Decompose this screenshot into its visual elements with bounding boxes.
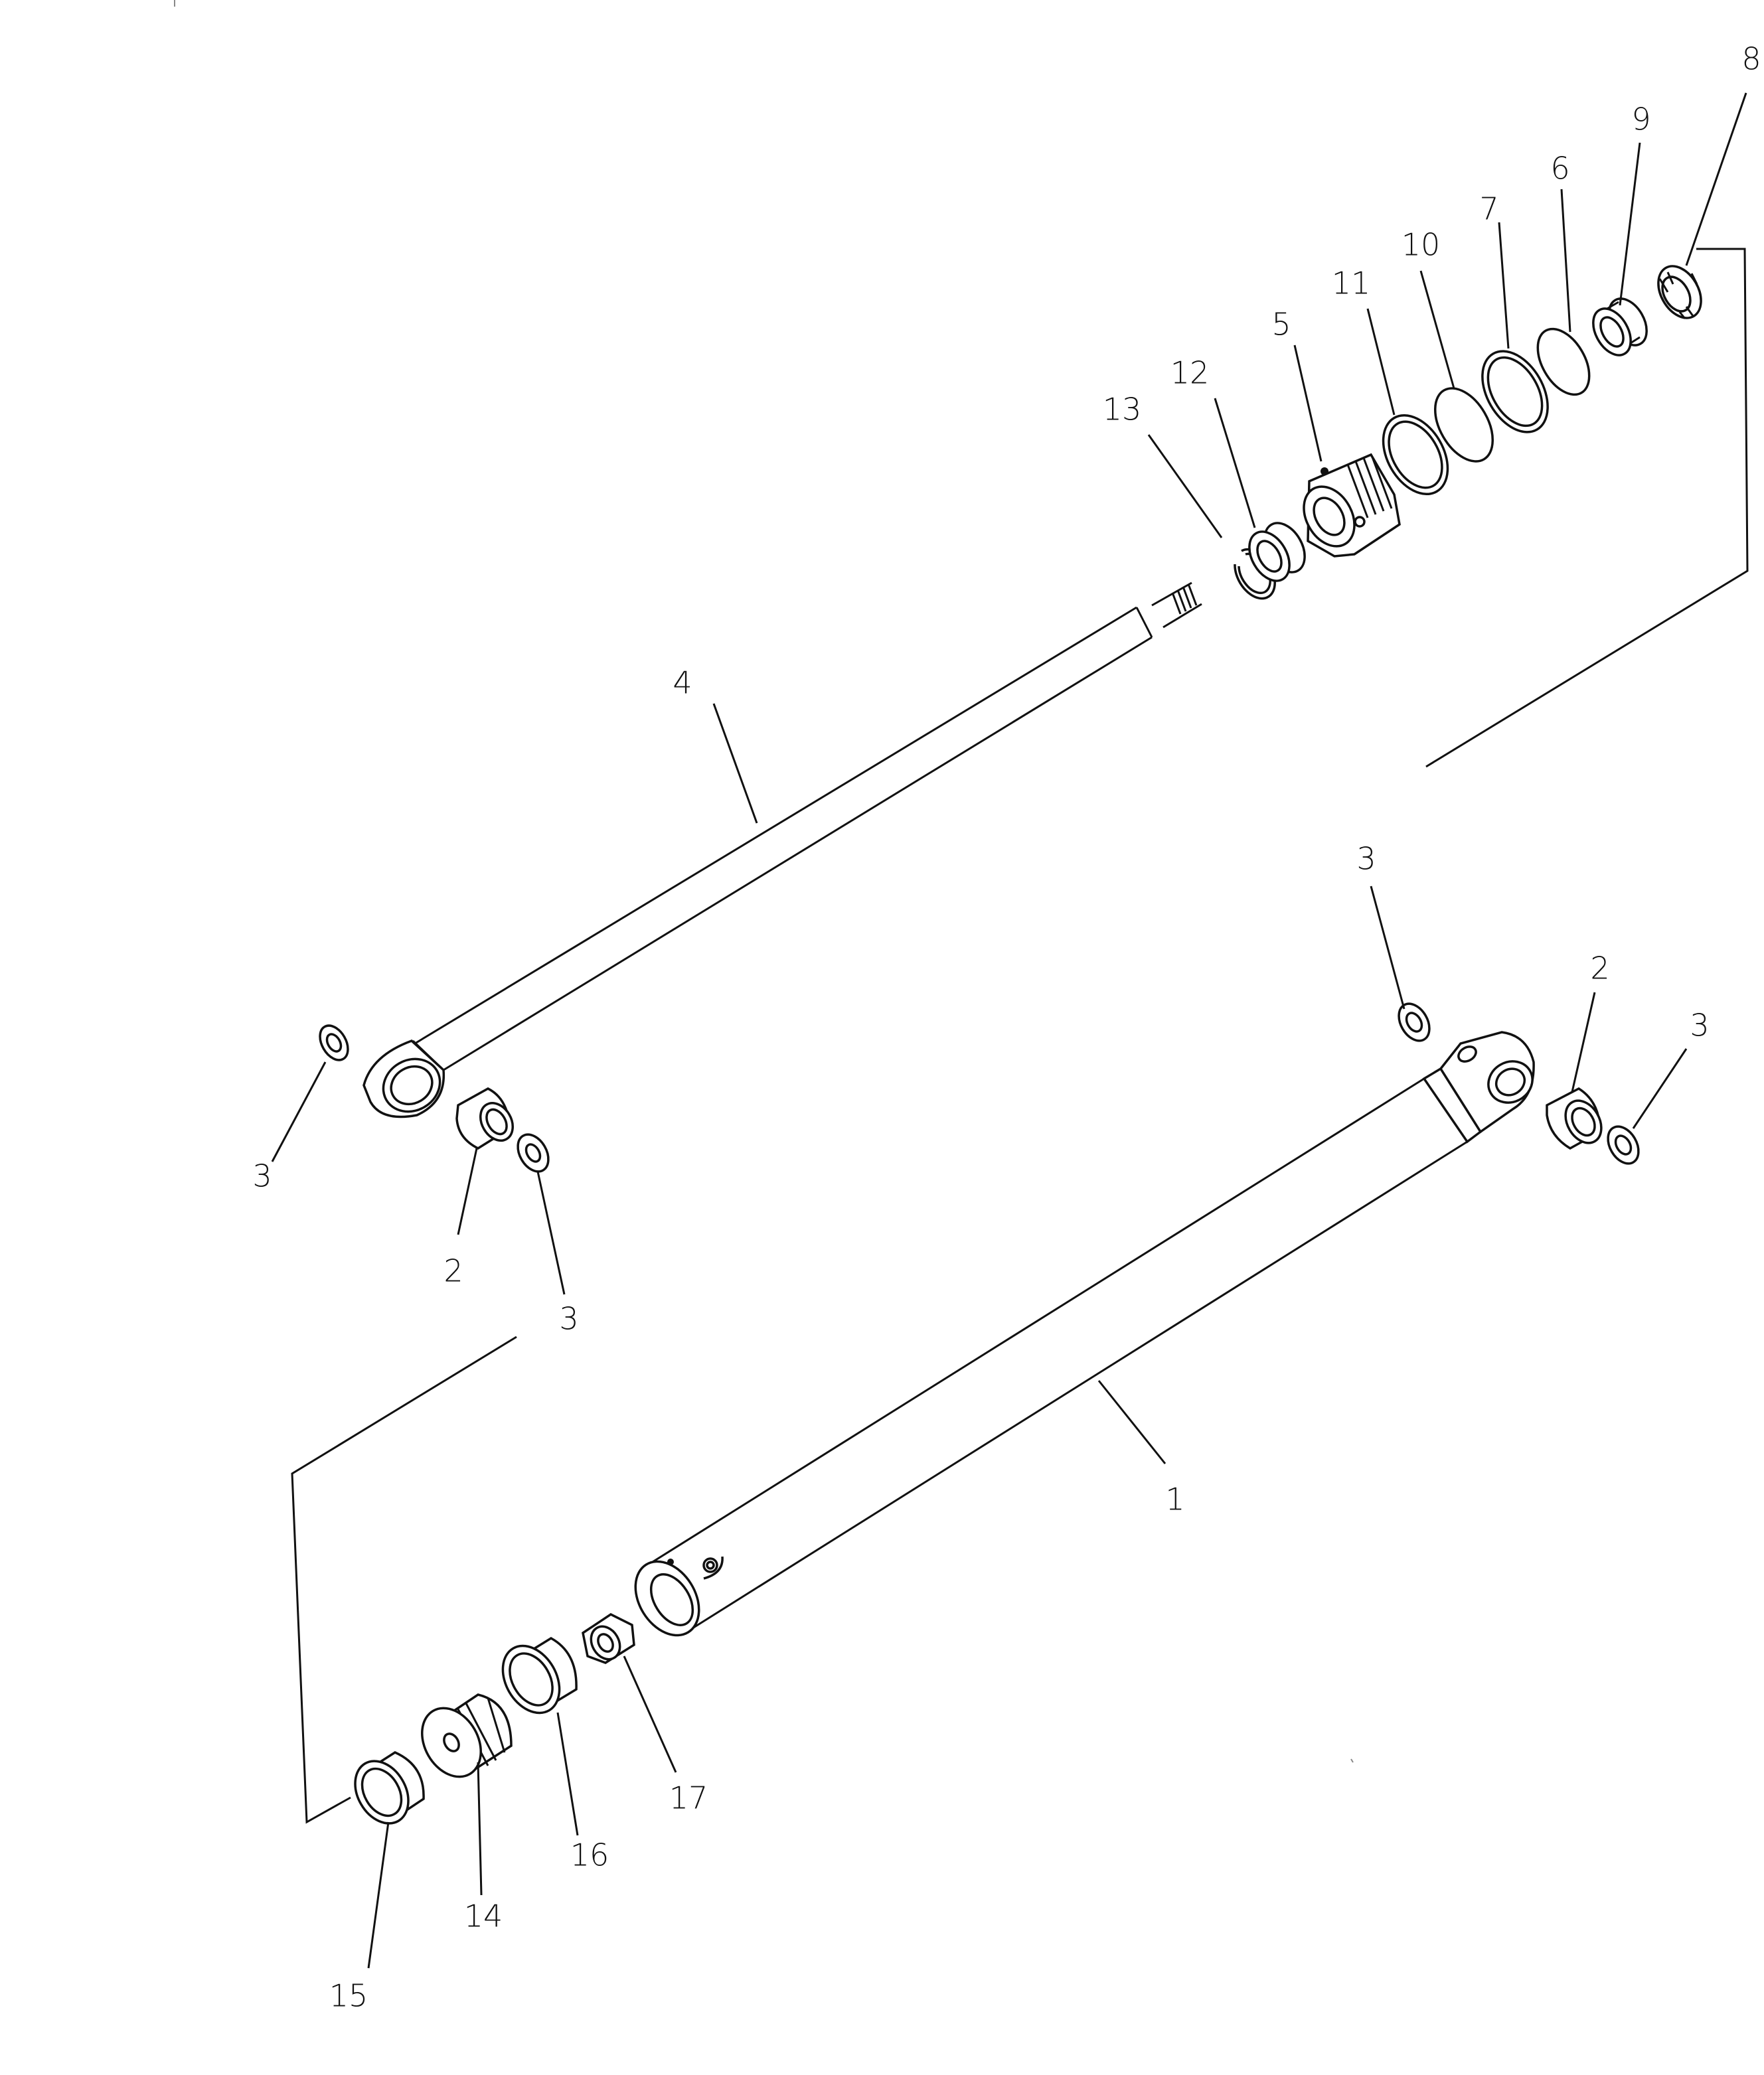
label-3-clevis-right: 3 <box>1690 1008 1709 1043</box>
piston-wear-ring <box>501 1636 578 1715</box>
label-3-rod-right: 3 <box>559 1301 578 1337</box>
label-3-rod-left: 3 <box>252 1158 272 1194</box>
label-8: 8 <box>1741 41 1761 77</box>
bushing-clevis <box>1546 1087 1603 1150</box>
part-labels: 1 4 5 6 7 8 9 10 11 12 13 14 15 16 17 3 … <box>252 41 1761 2014</box>
label-3-clevis-top: 3 <box>1356 841 1376 877</box>
label-2-rod: 2 <box>443 1253 463 1289</box>
bracket-lines <box>291 248 1749 1824</box>
label-14: 14 <box>464 1898 503 1934</box>
o-ring-10 <box>1433 387 1494 463</box>
cylinder-head <box>1303 453 1401 558</box>
rod-seal <box>1592 297 1648 356</box>
label-10: 10 <box>1402 227 1441 263</box>
dust-seal <box>1657 265 1702 319</box>
label-6: 6 <box>1550 151 1569 187</box>
label-9: 9 <box>1631 102 1650 137</box>
piston-nut <box>582 1612 635 1664</box>
label-4: 4 <box>673 665 692 701</box>
label-7: 7 <box>1479 191 1498 227</box>
label-12: 12 <box>1170 355 1210 391</box>
piston <box>421 1693 513 1778</box>
label-16: 16 <box>570 1837 609 1873</box>
dust-seal-clevis-left <box>1398 1002 1431 1042</box>
piston-rod <box>362 581 1202 1118</box>
backup-ring-7 <box>1481 350 1549 433</box>
label-17: 17 <box>669 1780 708 1816</box>
rod-bushing <box>1248 522 1306 582</box>
piston-ring <box>354 1751 425 1825</box>
label-15: 15 <box>329 1978 368 2014</box>
leader-lines <box>271 92 1747 1969</box>
label-1: 1 <box>1165 1482 1184 1517</box>
label-13: 13 <box>1103 392 1142 427</box>
dust-seal-rod-eye-right <box>517 1133 550 1173</box>
cylinder-tube <box>634 1031 1535 1637</box>
label-5: 5 <box>1271 307 1291 343</box>
label-11: 11 <box>1332 266 1371 301</box>
label-2-clevis: 2 <box>1590 951 1609 986</box>
bushing-rod-eye <box>455 1087 514 1150</box>
dust-seal-clevis-right <box>1607 1125 1640 1165</box>
scan-marks <box>174 0 1354 1763</box>
dust-seal-rod-eye-left <box>319 1024 349 1061</box>
backup-ring-11 <box>1382 414 1449 496</box>
o-ring-6 <box>1536 327 1591 396</box>
